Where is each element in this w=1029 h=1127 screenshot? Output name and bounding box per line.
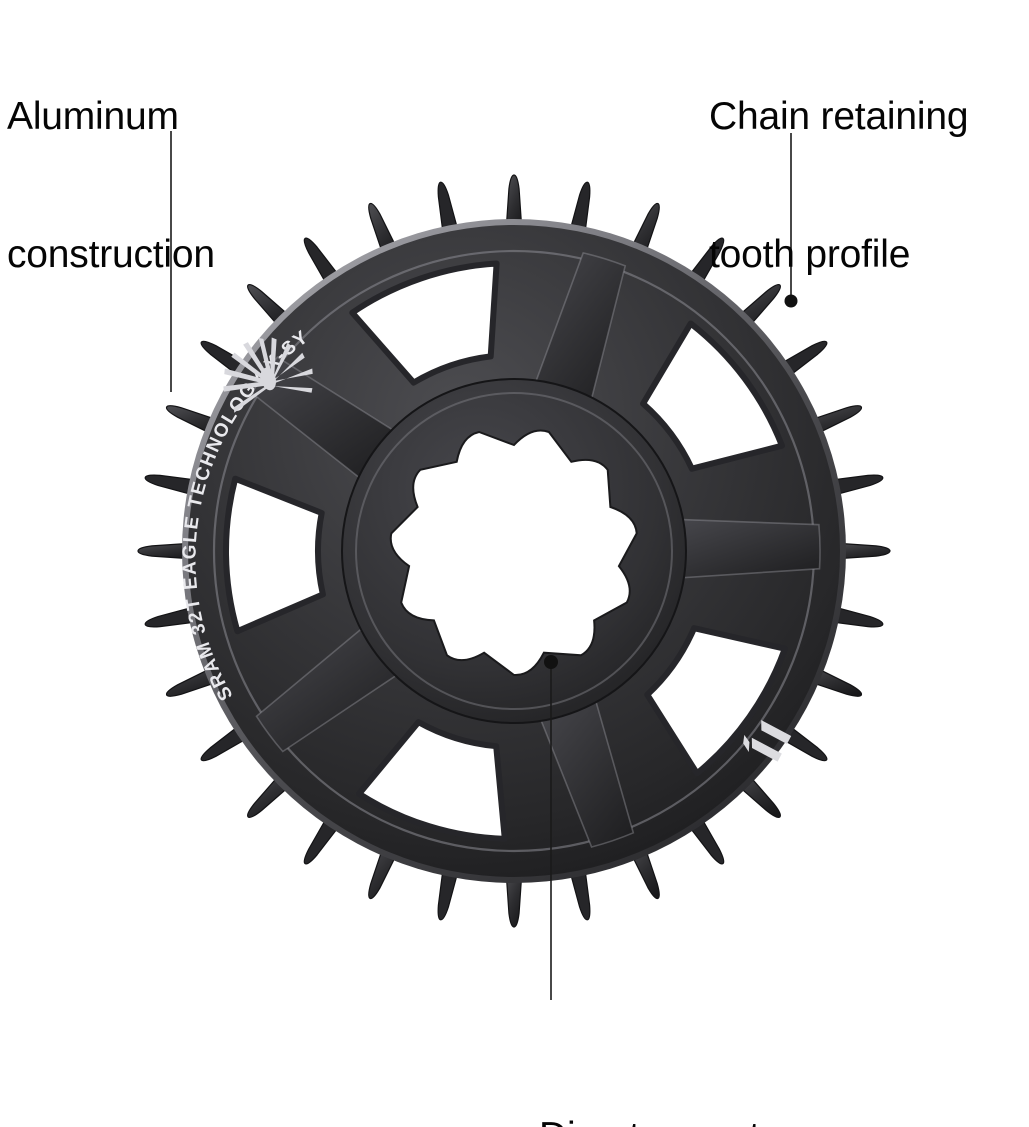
chainring-hub-bevel-ring: [355, 392, 673, 710]
chainring-tooth: [505, 868, 523, 928]
callout-directmount-line1: Direct-mount: [539, 1114, 760, 1127]
chainring-cutout-windows: [223, 260, 788, 842]
chainring-cutout-window: [223, 475, 326, 635]
chainring-tooth: [831, 542, 891, 560]
callout-aluminum-line2: construction: [7, 233, 215, 276]
chainring-cutout-window: [356, 719, 508, 842]
callout-direct-mount-connection: Direct-mount connection: [539, 1022, 760, 1127]
leader-dot-direct-mount: [544, 655, 558, 669]
callout-leader-lines: [170, 131, 798, 1000]
speed-marking-11: [743, 720, 792, 762]
callout-aluminum-line1: Aluminum: [7, 95, 179, 138]
callout-aluminum-construction: Aluminum construction: [7, 2, 215, 370]
chainring-spider-arm: [678, 518, 821, 579]
chainring-cutout-window: [644, 625, 788, 777]
callout-chain-retaining-tooth-profile: Chain retaining tooth profile: [709, 2, 969, 370]
chainring-cutout-window: [349, 260, 500, 386]
direct-mount-spline-interface: [389, 429, 638, 677]
chainring-tooth: [137, 542, 197, 560]
chainring-tooth: [505, 174, 523, 234]
chainring-cutout-window: [640, 320, 785, 472]
callout-chain-line2: tooth profile: [709, 233, 911, 276]
callout-chain-line1: Chain retaining: [709, 95, 969, 138]
leader-dot-chain-retaining: [784, 294, 798, 308]
sram-eagle-logo-icon: [223, 337, 313, 413]
